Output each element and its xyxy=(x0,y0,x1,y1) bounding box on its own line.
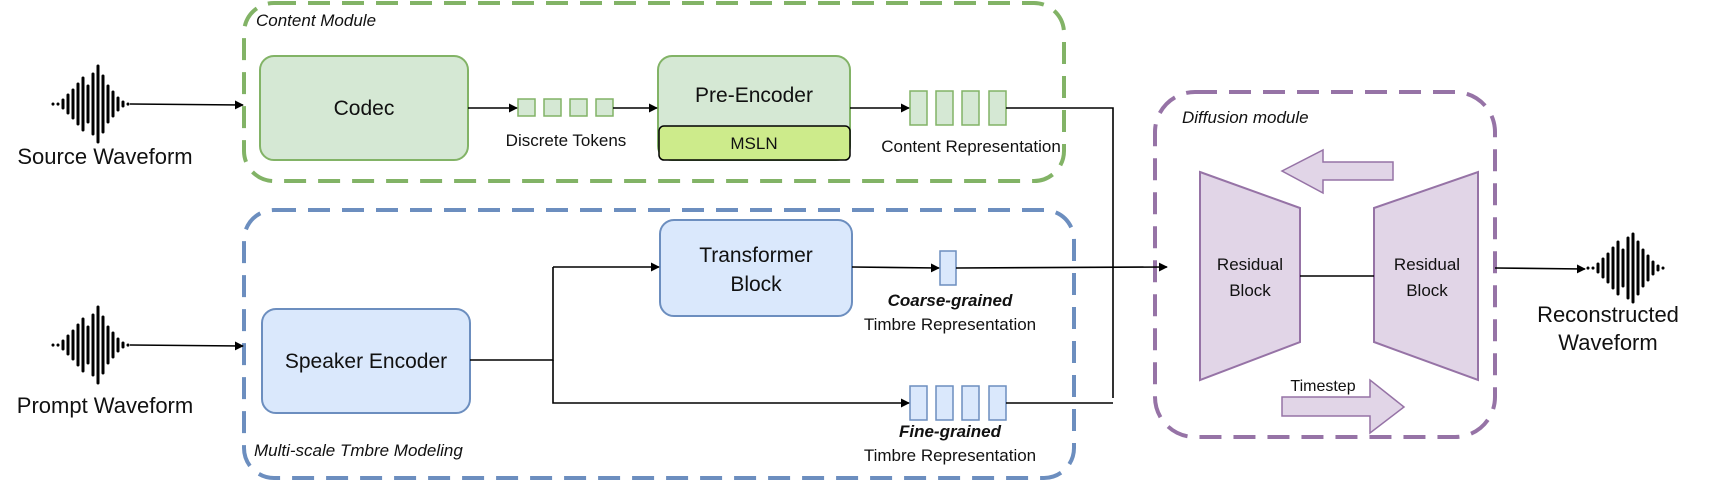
residual-block-right xyxy=(1373,170,1479,382)
speaker-encoder-label: Speaker Encoder xyxy=(285,350,447,373)
discrete-token xyxy=(543,98,562,117)
content-representation-bar xyxy=(935,90,954,126)
residual-block-left xyxy=(1199,170,1301,382)
speaker-encoder-block xyxy=(261,308,471,414)
diffusion-to-output-arrow xyxy=(1494,264,1586,274)
coarse-timbre-bar xyxy=(939,250,957,286)
speaker-split-line xyxy=(470,267,554,361)
content-representation-bar xyxy=(961,90,980,126)
pre-encoder-label: Pre-Encoder xyxy=(695,84,813,107)
timbre-module-container xyxy=(242,208,1076,480)
fine-timbre-bar xyxy=(909,385,928,421)
discrete-tokens-label: Discrete Tokens xyxy=(506,131,627,150)
output-waveform-icon xyxy=(1586,232,1665,304)
fine-timbre-bar xyxy=(935,385,954,421)
content-representation-label: Content Representation xyxy=(881,137,1061,156)
discrete-token xyxy=(517,98,536,117)
source-to-codec-arrow xyxy=(129,100,244,110)
msln-label: MSLN xyxy=(730,134,777,153)
residual-left-label-2: Block xyxy=(1229,281,1271,300)
prompt-waveform-label: Prompt Waveform xyxy=(17,393,193,418)
residual-right-label-2: Block xyxy=(1406,281,1448,300)
coarse-to-diffusion-arrow xyxy=(955,262,1168,272)
transformer-label-2: Block xyxy=(730,273,782,296)
content-to-diffusion-line xyxy=(1006,107,1114,398)
split-to-fine-arrow xyxy=(552,360,910,408)
prompt-waveform-icon xyxy=(51,305,130,385)
content-module-container xyxy=(242,1,1066,183)
diffusion-module-title: Diffusion module xyxy=(1182,108,1309,127)
timestep-label: Timestep xyxy=(1290,378,1355,395)
fine-grained-label: Fine-grained xyxy=(899,422,1002,441)
output-waveform-label-1: Reconstructed xyxy=(1537,302,1679,327)
coarse-grained-label: Coarse-grained xyxy=(888,291,1013,310)
output-waveform-label-2: Waveform xyxy=(1558,330,1657,355)
fine-timbre-representation-label: Timbre Representation xyxy=(864,446,1036,465)
up-path-arrow-icon xyxy=(1280,148,1394,195)
timbre-module-title: Multi-scale Tmbre Modeling xyxy=(254,441,463,460)
content-representation-bar xyxy=(909,90,928,126)
transformer-block xyxy=(659,219,853,317)
codec-label: Codec xyxy=(334,97,395,120)
discrete-token xyxy=(595,98,614,117)
content-representation-bar xyxy=(988,90,1007,126)
content-module-title: Content Module xyxy=(256,11,376,30)
residual-left-label-1: Residual xyxy=(1217,255,1283,274)
fine-timbre-bar xyxy=(988,385,1007,421)
discrete-token xyxy=(569,98,588,117)
coarse-timbre-representation-label: Timbre Representation xyxy=(864,315,1036,334)
source-waveform-icon xyxy=(51,64,130,144)
msln-block xyxy=(658,125,851,161)
down-path-arrow-icon xyxy=(1281,378,1406,435)
fine-timbre-bar xyxy=(961,385,980,421)
content-representation-bars xyxy=(909,90,1007,126)
transformer-to-coarse-arrow xyxy=(851,263,940,273)
fine-timbre-bars xyxy=(909,385,1007,421)
diffusion-module-container xyxy=(1153,90,1497,439)
prompt-to-speaker-arrow xyxy=(129,341,244,351)
transformer-label-1: Transformer xyxy=(699,244,813,267)
discrete-token-squares xyxy=(517,98,614,117)
source-waveform-label: Source Waveform xyxy=(17,144,192,169)
residual-right-label-1: Residual xyxy=(1394,255,1460,274)
